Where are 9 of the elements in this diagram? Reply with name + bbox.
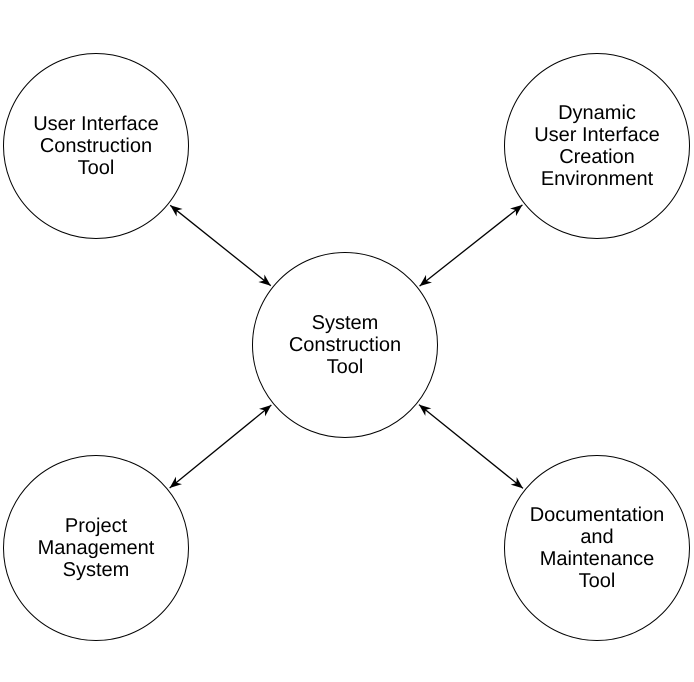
node-label: Project Management System bbox=[38, 515, 154, 581]
node-label: Documentation and Maintenance Tool bbox=[530, 504, 664, 592]
node-label: System Construction Tool bbox=[288, 312, 402, 378]
node-label: Dynamic User Interface Creation Environment bbox=[534, 102, 660, 190]
node-label: User Interface Construction Tool bbox=[33, 113, 159, 179]
arrow bbox=[419, 204, 523, 287]
arrow bbox=[170, 204, 272, 286]
arrow bbox=[169, 404, 272, 488]
arrow bbox=[418, 404, 524, 489]
